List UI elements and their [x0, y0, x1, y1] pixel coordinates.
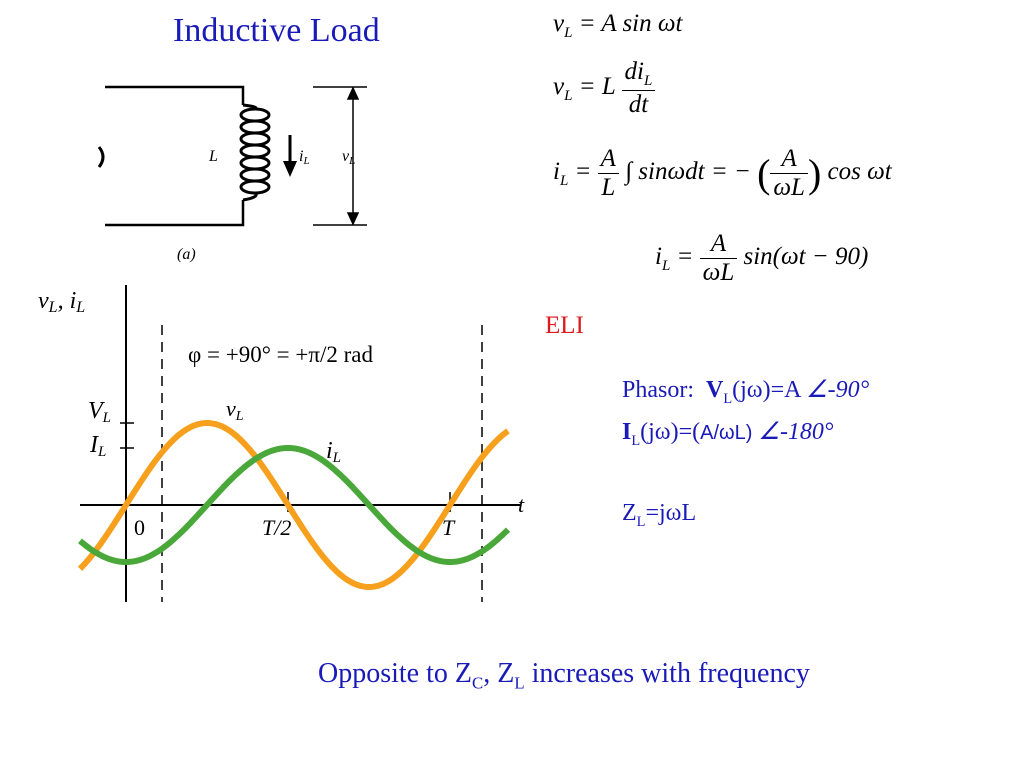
- il-tick-label: IL: [89, 432, 106, 460]
- slide-title: Inductive Load: [173, 12, 380, 49]
- current-label: iL: [299, 148, 310, 167]
- impedance-formula: ZL=jωL: [622, 500, 697, 530]
- footer-note: Opposite to ZC, ZL increases with freque…: [318, 658, 810, 693]
- x-axis-label: t: [518, 492, 525, 517]
- inductor-coil: [239, 103, 271, 202]
- phase-annotation: φ = +90° = +π/2 rad: [188, 342, 373, 367]
- equation-1: vL = A sin ωt: [553, 10, 683, 41]
- waveform-graph: vL, iL φ = +90° = +π/2 rad VL IL vL iL 0…: [30, 280, 530, 610]
- terminal-mark: [97, 146, 105, 168]
- circuit-caption: (a): [177, 246, 196, 263]
- inductor-label: L: [208, 148, 218, 165]
- x-tick-half: T/2: [262, 515, 291, 540]
- y-axis-label: vL, iL: [38, 288, 85, 316]
- phasor-voltage: Phasor: VL(jω)=A ∠-90°: [622, 377, 870, 407]
- current-arrow-icon: [283, 135, 297, 177]
- x-tick-0: 0: [134, 515, 145, 540]
- voltage-curve: [77, 420, 510, 590]
- waveform-svg: vL, iL φ = +90° = +π/2 rad VL IL vL iL 0…: [38, 285, 525, 602]
- inductor-circuit-svg: L iL vL (a): [97, 85, 367, 263]
- voltage-arrow-icon: [313, 86, 367, 226]
- eli-mnemonic: ELI: [545, 312, 584, 339]
- current-curve: [78, 445, 511, 565]
- circuit-wires: [105, 85, 245, 227]
- x-tick-T: T: [442, 515, 456, 540]
- il-curve-label: iL: [326, 438, 341, 466]
- voltage-label: vL: [342, 148, 355, 167]
- circuit-diagram: L iL vL (a): [95, 75, 425, 270]
- vl-tick-label: VL: [88, 398, 111, 426]
- vl-curve-label: vL: [226, 396, 244, 424]
- phasor-current: IL(jω)=(A/ωL) ∠-180°: [622, 419, 834, 449]
